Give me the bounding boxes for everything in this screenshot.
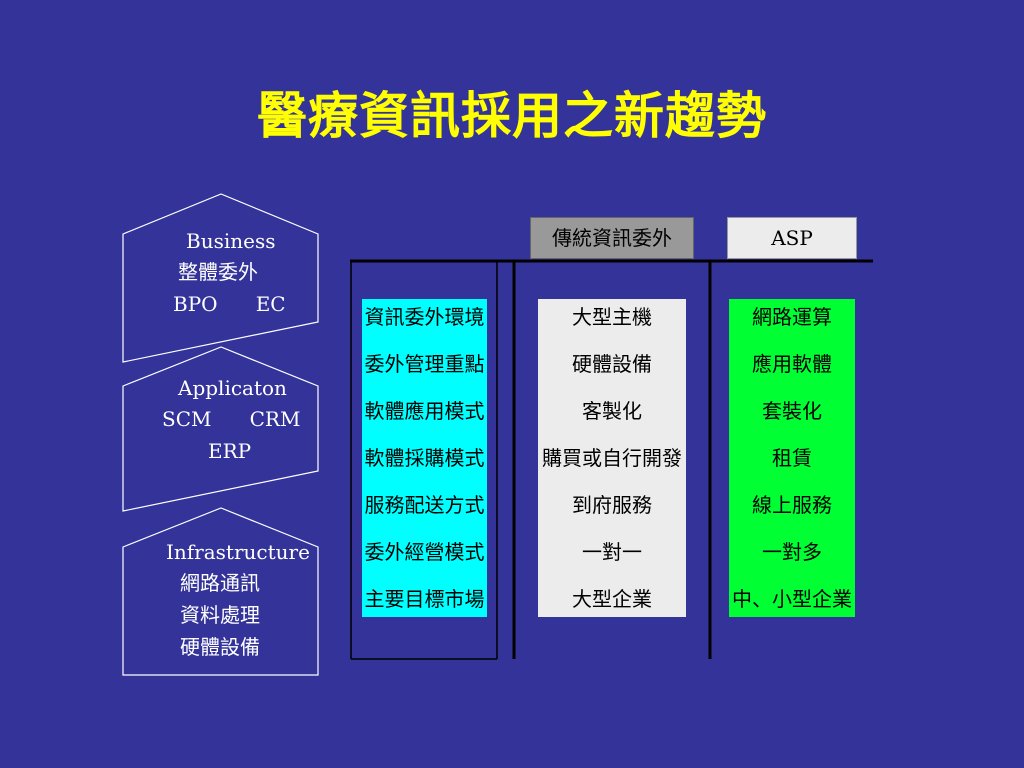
header-asp: ASP <box>727 217 857 259</box>
business-label: Business <box>186 229 276 253</box>
criteria-column: 資訊委外環境 委外管理重點 軟體應用模式 軟體採購模式 服務配送方式 委外經營模… <box>362 299 487 617</box>
asp-cell: 租賃 <box>772 446 812 470</box>
asp-cell: 線上服務 <box>752 493 832 517</box>
infrastructure-data-label: 資料處理 <box>180 603 260 627</box>
traditional-cell: 大型企業 <box>572 587 652 611</box>
infrastructure-label: Infrastructure <box>166 540 310 564</box>
criteria-cell: 主要目標市場 <box>364 587 485 611</box>
criteria-cell: 資訊委外環境 <box>364 305 485 329</box>
criteria-cell: 軟體應用模式 <box>364 399 485 423</box>
application-label: Applicaton <box>178 376 287 400</box>
infrastructure-hardware-label: 硬體設備 <box>180 635 260 659</box>
business-outsourcing-label: 整體委外 <box>178 260 258 284</box>
asp-cell: 套裝化 <box>762 399 822 423</box>
application-scm-crm-label: SCM CRM <box>162 407 301 431</box>
criteria-cell: 委外經營模式 <box>364 540 485 564</box>
infrastructure-layer-shape <box>122 507 319 676</box>
traditional-cell: 客製化 <box>582 399 642 423</box>
business-layer-shape <box>122 193 319 363</box>
traditional-cell: 硬體設備 <box>572 352 652 376</box>
criteria-cell: 服務配送方式 <box>364 493 485 517</box>
page-title: 醫療資訊採用之新趨勢 <box>257 87 767 145</box>
asp-column: 網路運算 應用軟體 套裝化 租賃 線上服務 一對多 中、小型企業 <box>729 299 855 617</box>
application-layer-shape <box>122 346 319 512</box>
business-bpo-ec-label: BPO EC <box>173 292 286 316</box>
traditional-cell: 到府服務 <box>572 493 652 517</box>
asp-cell: 網路運算 <box>752 305 832 329</box>
traditional-cell: 一對一 <box>582 540 642 564</box>
asp-cell: 一對多 <box>762 540 822 564</box>
infrastructure-network-label: 網路通訊 <box>180 571 260 595</box>
traditional-cell: 大型主機 <box>572 305 652 329</box>
asp-cell: 應用軟體 <box>752 352 832 376</box>
asp-cell: 中、小型企業 <box>732 587 852 611</box>
criteria-cell: 軟體採購模式 <box>364 446 485 470</box>
traditional-column: 大型主機 硬體設備 客製化 購買或自行開發 到府服務 一對一 大型企業 <box>538 299 686 617</box>
header-traditional-outsourcing: 傳統資訊委外 <box>530 217 694 259</box>
application-erp-label: ERP <box>208 439 252 463</box>
traditional-cell: 購買或自行開發 <box>542 446 682 470</box>
criteria-cell: 委外管理重點 <box>364 352 485 376</box>
